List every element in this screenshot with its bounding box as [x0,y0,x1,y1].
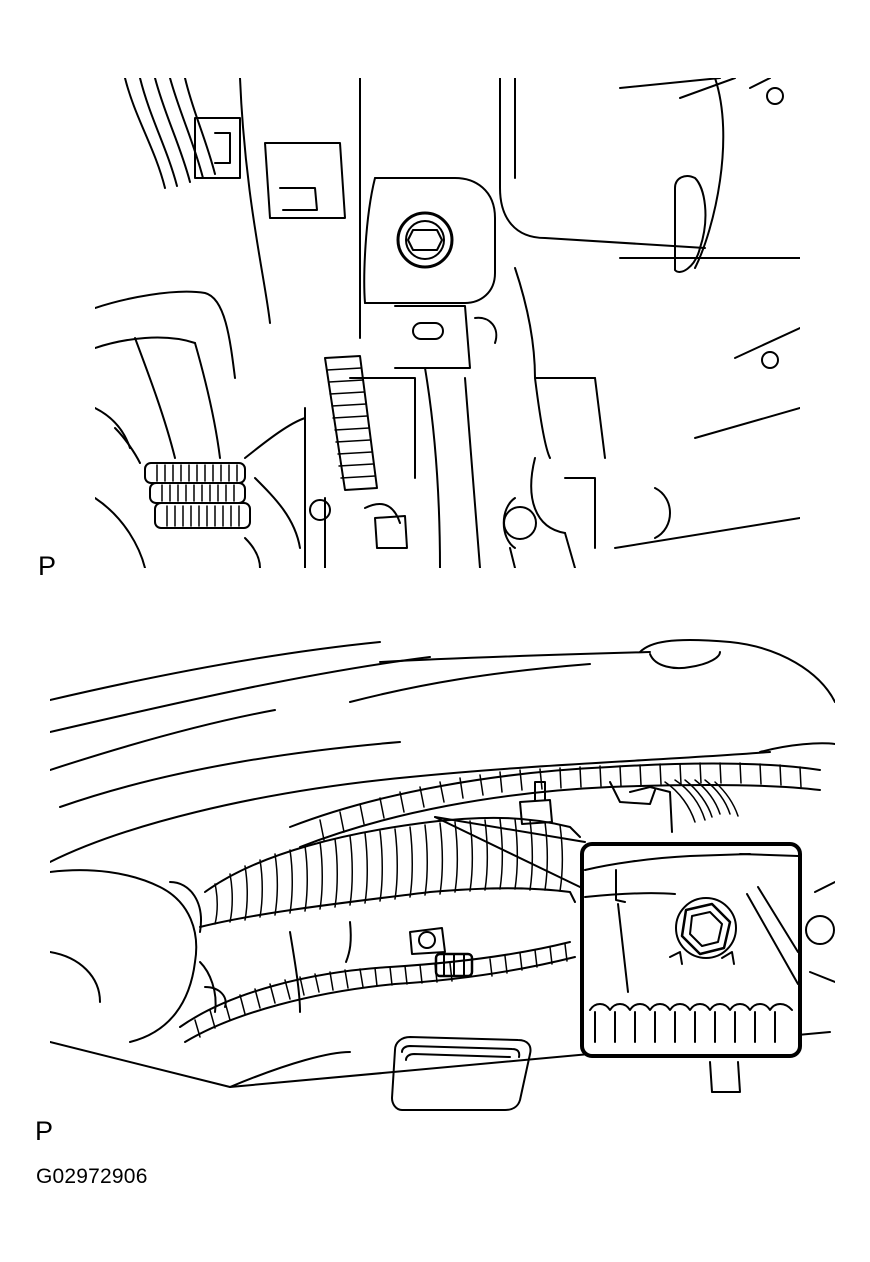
wire-harness-illustration [50,632,835,1112]
bottom-illustration-panel [50,632,835,1112]
bottom-panel-label: P [35,1116,54,1146]
bolt-detail-callout [582,844,800,1056]
pedal-assembly-illustration [95,78,800,568]
top-illustration-panel [95,78,800,568]
figure-code: G02972906 [36,1165,148,1188]
top-panel-label: P [38,551,57,581]
